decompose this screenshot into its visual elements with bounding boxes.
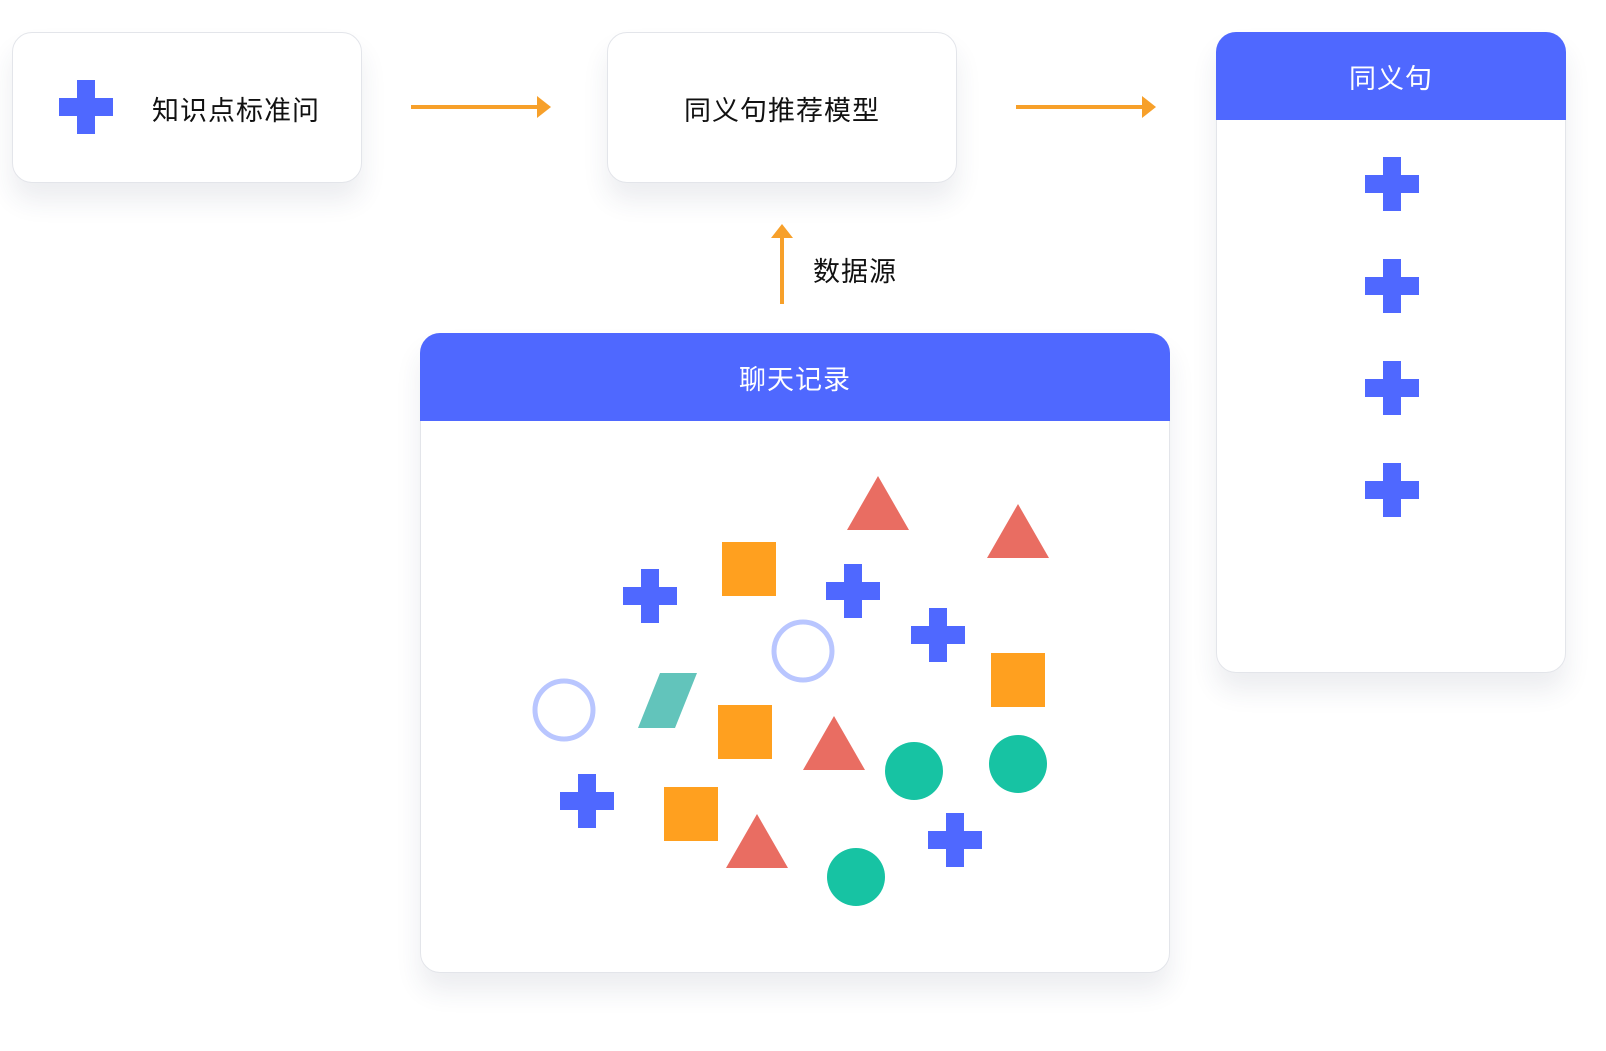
- arrow-knowledge-to-model: [411, 96, 551, 118]
- plus-cross-icon: [59, 80, 113, 134]
- chat-records-title: 聊天记录: [739, 364, 851, 396]
- square-shape: [718, 705, 772, 759]
- arrow-data-source-up: [771, 224, 793, 304]
- square-shape: [722, 542, 776, 596]
- arrow-model-to-synonyms: [1016, 96, 1156, 118]
- synonyms-card: 同义句: [1216, 32, 1566, 673]
- synonym-cross-icon: [1365, 361, 1419, 415]
- circle-shape: [989, 735, 1047, 793]
- knowledge-question-label: 知识点标准问: [152, 96, 320, 127]
- synonym-cross-icon: [1365, 463, 1419, 517]
- synonym-cross-icon: [1365, 157, 1419, 211]
- data-source-label: 数据源: [813, 257, 897, 288]
- synonym-cross-icon: [1365, 259, 1419, 313]
- parallelogram-shape: [638, 673, 697, 728]
- synonyms-title: 同义句: [1349, 63, 1433, 95]
- triangle-shape: [847, 476, 909, 530]
- synonym-model-card: 同义句推荐模型: [607, 32, 957, 183]
- cross-shape: [623, 569, 677, 623]
- chat-records-header: 聊天记录: [420, 333, 1170, 421]
- cross-shape: [911, 608, 965, 662]
- circle-shape: [827, 848, 885, 906]
- cross-shape: [826, 564, 880, 618]
- circle-shape: [885, 742, 943, 800]
- cross-shape: [928, 813, 982, 867]
- square-shape: [664, 787, 718, 841]
- synonym-model-label: 同义句推荐模型: [684, 96, 880, 127]
- triangle-shape: [987, 504, 1049, 558]
- triangle-shape: [726, 814, 788, 868]
- triangle-shape: [803, 716, 865, 770]
- ring-shape: [532, 678, 596, 742]
- ring-shape: [771, 619, 835, 683]
- synonyms-header: 同义句: [1216, 32, 1566, 120]
- cross-shape: [560, 774, 614, 828]
- square-shape: [991, 653, 1045, 707]
